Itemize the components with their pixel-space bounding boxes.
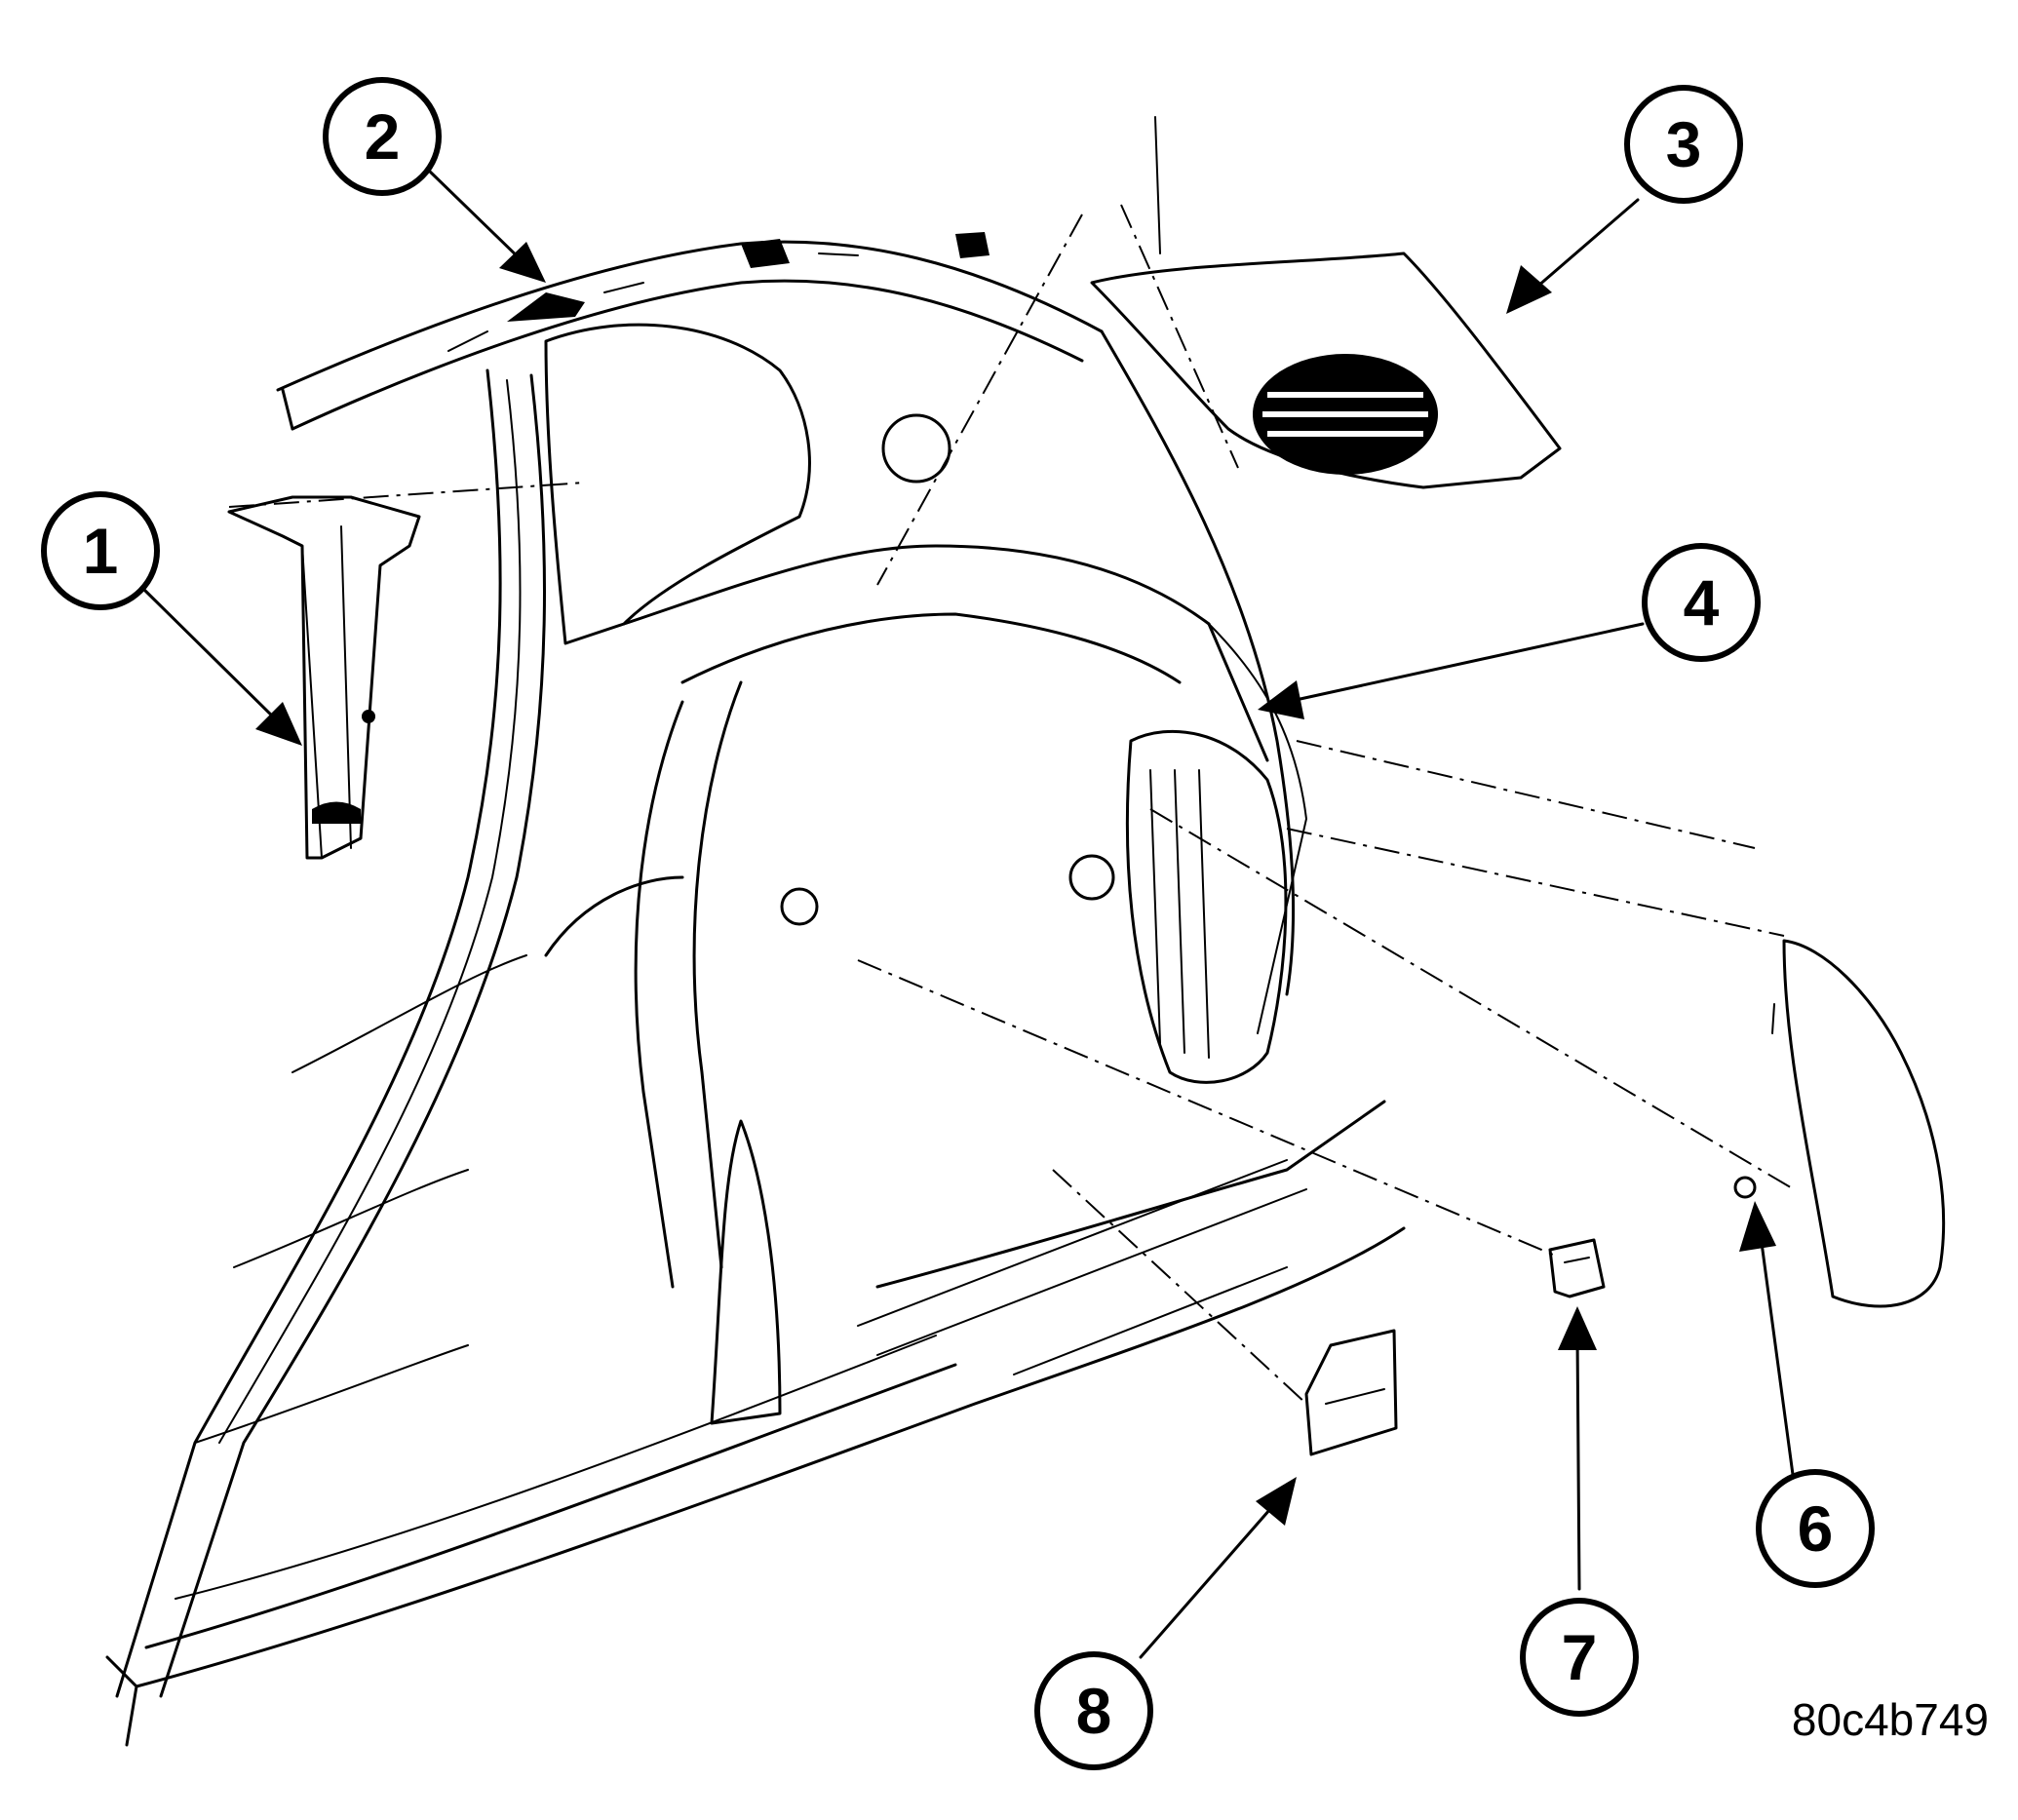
callout-3-label: 3 (1666, 108, 1702, 180)
b-pillar-upper-trim (227, 495, 421, 860)
quarter-panel-body (105, 240, 1406, 1747)
callout-arrows (142, 169, 1796, 1659)
assembly-leader-lines (228, 204, 1795, 1405)
callout-7-label: 7 (1562, 1621, 1598, 1693)
callout-1-label: 1 (83, 515, 119, 587)
callout-2: 2 (323, 77, 442, 196)
callout-4: 4 (1642, 543, 1761, 662)
quarter-trim-upper-panel (1090, 116, 1562, 489)
callout-2-label: 2 (365, 100, 401, 173)
liftgate-opening-trim (1733, 939, 1946, 1308)
callout-8: 8 (1034, 1651, 1153, 1770)
callout-8-label: 8 (1076, 1675, 1112, 1747)
callout-6: 6 (1756, 1469, 1875, 1588)
callout-1: 1 (41, 491, 160, 610)
callout-4-label: 4 (1684, 566, 1720, 639)
retainer-clip (1548, 1238, 1606, 1298)
scuff-plate-end-piece (1304, 1329, 1398, 1456)
callout-3: 3 (1624, 85, 1743, 204)
headliner-trim (447, 232, 990, 352)
callout-7: 7 (1520, 1598, 1639, 1717)
quarter-trim-lower-panel (1208, 623, 1308, 1034)
callout-6-label: 6 (1798, 1492, 1834, 1565)
figure-code: 80c4b749 (1792, 1694, 1989, 1745)
